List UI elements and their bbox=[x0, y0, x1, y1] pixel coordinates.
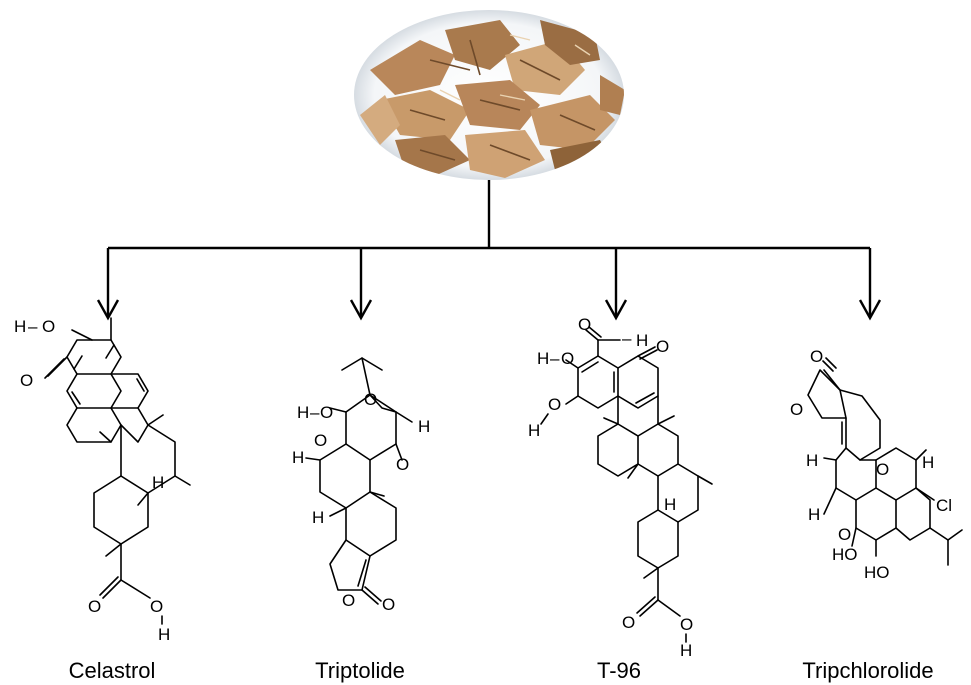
structure-celastrol: H – O O H O O H bbox=[14, 317, 191, 644]
atom-h-acid: H bbox=[680, 641, 692, 660]
atom-o-carbonyl: O bbox=[382, 595, 395, 614]
atom-dash-1: – bbox=[550, 349, 560, 368]
structure-tripchlorolide: O O H O H Cl H O HO HO bbox=[790, 347, 963, 582]
atom-o: O bbox=[42, 317, 55, 336]
atom-o-epoxide-2: O bbox=[838, 525, 851, 544]
atom-ho-1: HO bbox=[832, 545, 858, 564]
atom-h-acid: H bbox=[158, 625, 170, 644]
atom-o-epoxide-1: O bbox=[876, 460, 889, 479]
atom-o-oh: O bbox=[320, 403, 333, 422]
atom-h-3: H bbox=[312, 508, 324, 527]
atom-dash: – bbox=[28, 317, 38, 336]
atom-o-lactone: O bbox=[342, 591, 355, 610]
atom-h-1: H bbox=[537, 349, 549, 368]
arrow-head-1 bbox=[96, 299, 120, 321]
atom-dash: – bbox=[310, 403, 320, 422]
atom-dash-2: – bbox=[622, 329, 632, 348]
atom-h-2: H bbox=[528, 421, 540, 440]
atom-o-1: O bbox=[561, 349, 574, 368]
atom-o-epoxide-3: O bbox=[396, 455, 409, 474]
atom-o-aldehyde: O bbox=[578, 315, 591, 334]
atom-h-stereo: H bbox=[152, 473, 164, 492]
atom-o-carbonyl: O bbox=[810, 347, 823, 366]
atom-o-epoxide-2: O bbox=[314, 431, 327, 450]
branch-tree bbox=[96, 180, 882, 321]
atom-h-1: H bbox=[806, 451, 818, 470]
atom-h-2: H bbox=[292, 448, 304, 467]
arrow-head-4 bbox=[858, 299, 882, 321]
compound-name-tripchlorolide: Tripchlorolide bbox=[802, 658, 933, 683]
atom-h-1: H bbox=[418, 417, 430, 436]
atom-o-carbonyl: O bbox=[88, 597, 101, 616]
atom-o-epoxide-1: O bbox=[364, 390, 377, 409]
atom-oxo: O bbox=[20, 371, 33, 390]
compound-name-triptolide: Triptolide bbox=[315, 658, 405, 683]
atom-h-2: H bbox=[922, 453, 934, 472]
atom-ho-2: HO bbox=[864, 563, 890, 582]
root-photo bbox=[354, 10, 624, 180]
atom-cl: Cl bbox=[936, 496, 952, 515]
structure-t96: H – O O H O – H O H O O H bbox=[528, 315, 713, 660]
atom-o-acid: O bbox=[150, 597, 163, 616]
atom-o-lactone: O bbox=[790, 400, 803, 419]
atom-h-aldehyde: H bbox=[636, 331, 648, 350]
atom-h-stereo: H bbox=[664, 495, 676, 514]
atom-o-2: O bbox=[548, 395, 561, 414]
structure-triptolide: H – O O H O H O H O O bbox=[292, 357, 430, 614]
atom-o-carbonyl: O bbox=[622, 613, 635, 632]
atom-h-oh: H bbox=[297, 403, 309, 422]
atom-o-acid: O bbox=[680, 615, 693, 634]
arrow-head-2 bbox=[349, 299, 373, 321]
compound-name-celastrol: Celastrol bbox=[69, 658, 156, 683]
atom-o-ketone: O bbox=[656, 337, 669, 356]
atom-h-3: H bbox=[808, 505, 820, 524]
compound-name-t96: T-96 bbox=[597, 658, 641, 683]
arrow-head-3 bbox=[604, 299, 628, 321]
atom-h: H bbox=[14, 317, 26, 336]
